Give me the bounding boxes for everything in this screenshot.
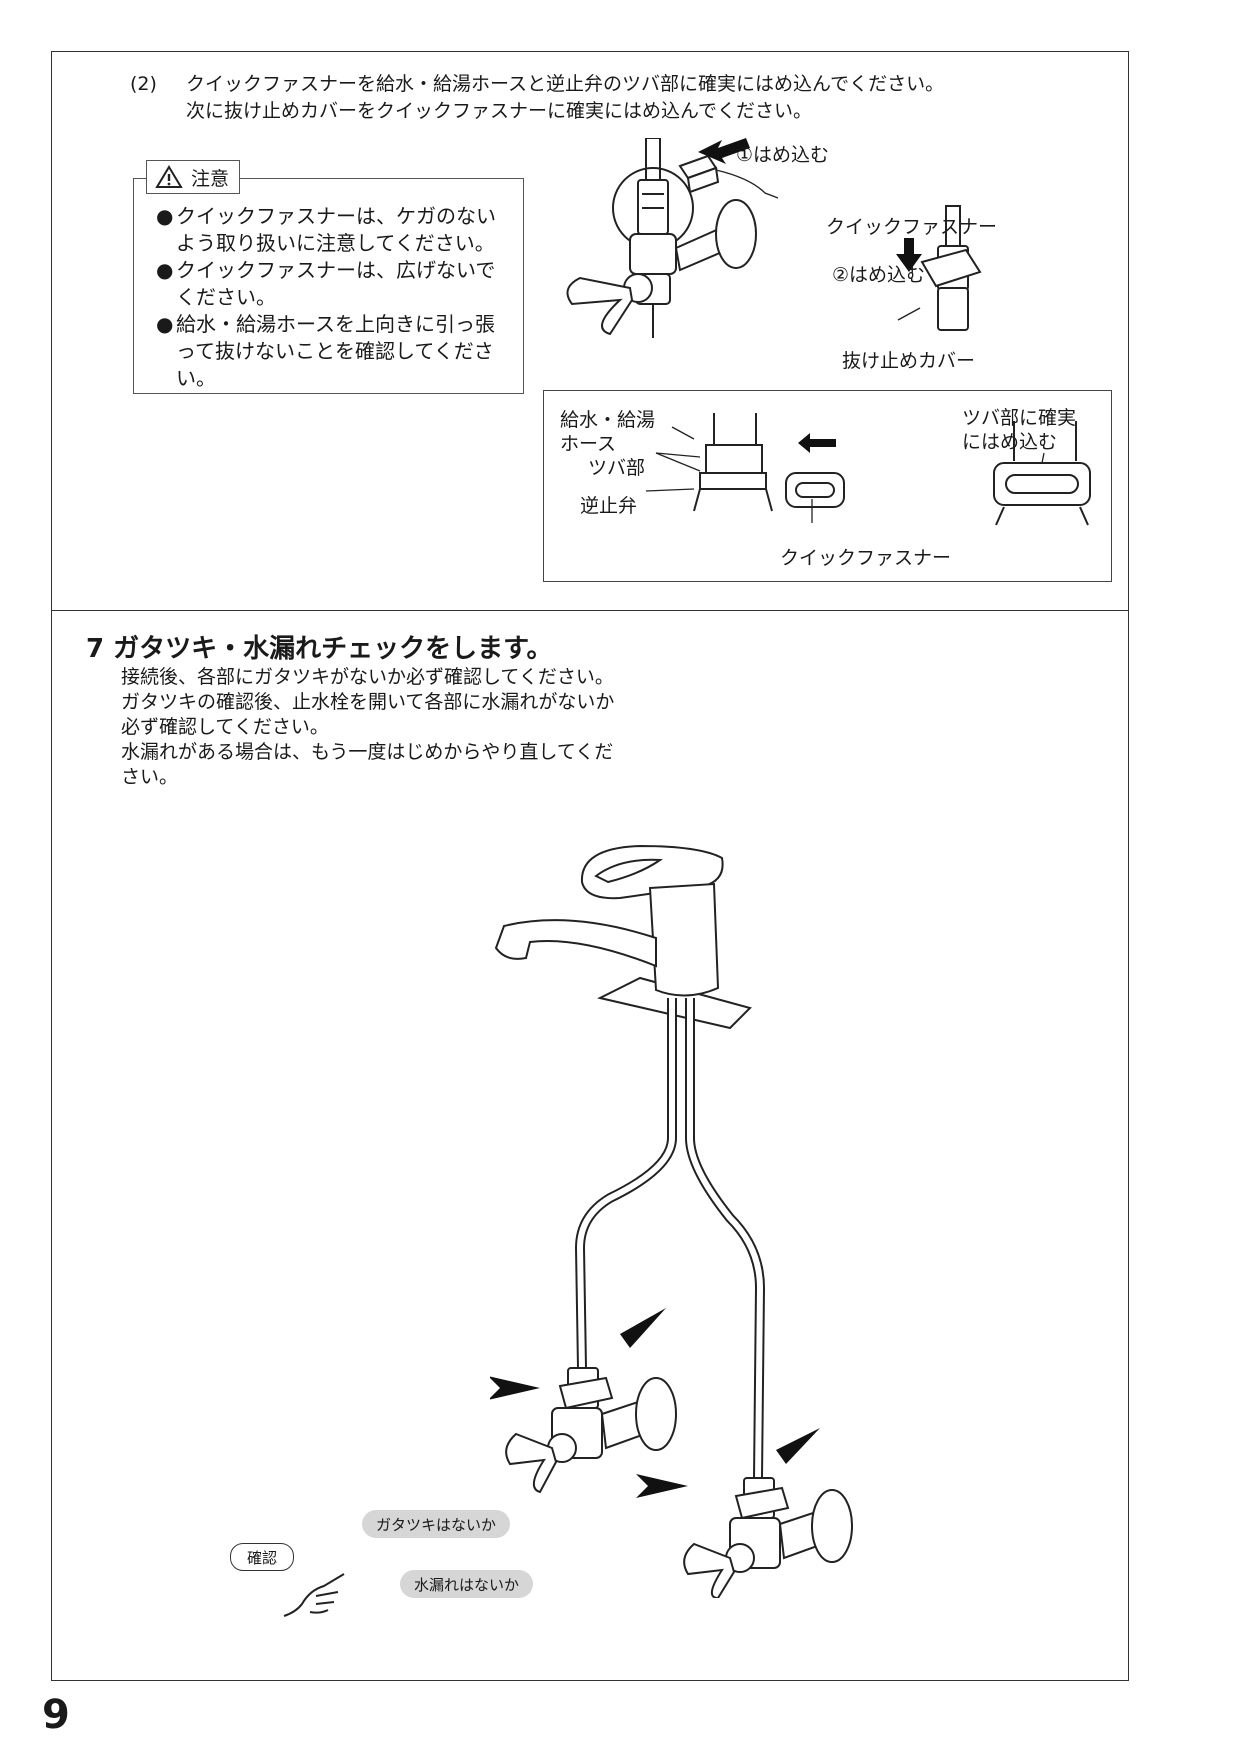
caution-box: ●クイックファスナーは、ケガのないよう取り扱いに注意してください。 ●クイックフ…: [133, 178, 524, 394]
faucet-illustration: [490, 844, 853, 1598]
label-cover: 抜け止めカバー: [842, 350, 976, 372]
page-frame: [51, 51, 1129, 1681]
label-hose-1: 給水・給湯: [560, 409, 656, 431]
caution-title: 注意: [191, 167, 230, 190]
label-insert-note-2: にはめ込む: [962, 431, 1058, 453]
step7-line: 水漏れがある場合は、もう一度はじめからやり直してくだ: [121, 741, 614, 763]
label-check-valve: 逆止弁: [580, 495, 638, 517]
label-insert-note-1: ツバ部に確実: [962, 407, 1077, 429]
page-number: 9: [42, 1692, 70, 1738]
detail-drawing: [645, 413, 1091, 526]
step7-title: 7 ガタツキ・水漏れチェックをします。: [86, 634, 553, 664]
label-flange: ツバ部: [588, 457, 646, 479]
section-divider: [51, 610, 1129, 611]
label-detail-fastener: クイックファスナー: [780, 547, 952, 569]
caution-item: ●クイックファスナーは、ケガのないよう取り扱いに注意してください。: [156, 204, 496, 255]
label-insert1: ①はめ込む: [736, 144, 830, 166]
pointing-hand-icon: [283, 1573, 345, 1617]
fastener-detail-box: 給水・給湯 ホース ツバ部 逆止弁 クイックファスナー ツバ部に確実 にはめ込む: [543, 390, 1112, 582]
step2-instructions: (2) クイックファスナーを給水・給湯ホースと逆止弁のツバ部に確実にはめ込んでくだ…: [130, 71, 944, 125]
step7-body: 接続後、各部にガタツキがないか必ず確認してください。 ガタツキの確認後、止水栓を…: [121, 665, 681, 790]
caution-heading: 注意: [146, 160, 241, 194]
label-insert2: ②はめ込む: [832, 264, 926, 286]
fastener-illustration: ①はめ込む クイックファスナー ②はめ込む 抜け止めカバー: [550, 137, 1130, 388]
step2-number: (2): [130, 73, 157, 95]
check-question-leak: 水漏れはないか: [400, 1570, 534, 1598]
step2-line1: クイックファスナーを給水・給湯ホースと逆止弁のツバ部に確実にはめ込んでください。: [186, 73, 945, 95]
step7-line: 必ず確認してください。: [121, 716, 329, 738]
check-question-rattle: ガタツキはないか: [362, 1510, 511, 1538]
step2-line2: 次に抜け止めカバーをクイックファスナーに確実にはめ込んでください。: [186, 100, 813, 122]
label-hose-2: ホース: [560, 433, 617, 455]
warning-icon: [155, 165, 183, 188]
check-badge: 確認: [230, 1543, 294, 1571]
step7-line: ガタツキの確認後、止水栓を開いて各部に水漏れがないか: [121, 691, 615, 713]
step7-line: 接続後、各部にガタツキがないか必ず確認してください。: [121, 666, 614, 688]
caution-item: ●クイックファスナーは、広げないでください。: [156, 258, 496, 309]
label-quick-fastener: クイックファスナー: [826, 216, 998, 238]
valve-drawing: [566, 137, 982, 338]
caution-item: ●給水・給湯ホースを上向きに引っ張って抜けないことを確認してください。: [156, 312, 495, 390]
step7-line: さい。: [121, 766, 179, 788]
